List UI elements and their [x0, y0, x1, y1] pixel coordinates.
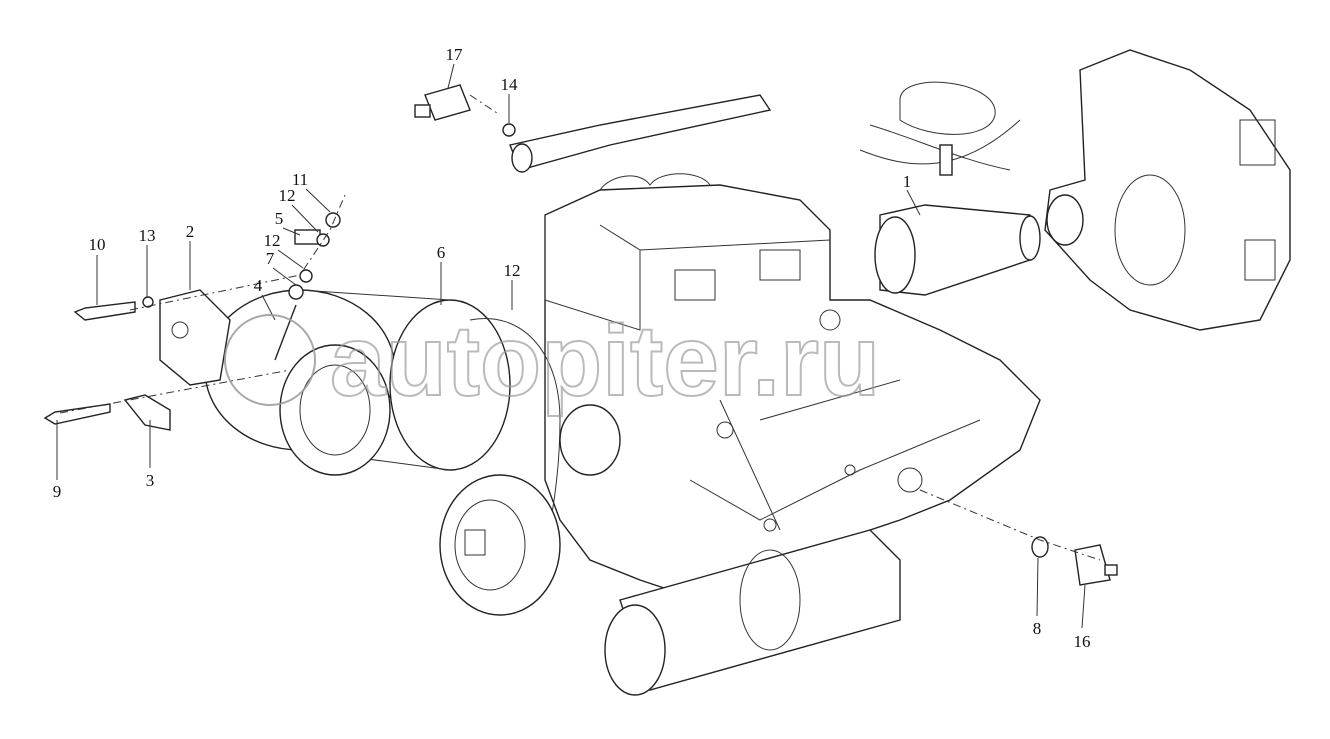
- callout-14: 14: [501, 75, 519, 94]
- watermark-logo-icon: [224, 314, 316, 406]
- alternator: [159, 289, 511, 476]
- callout-8: 8: [1033, 619, 1042, 638]
- callout-2: 2: [186, 222, 195, 241]
- starter-cables: [859, 81, 1021, 176]
- oil-pipe: [509, 94, 772, 173]
- flywheel-housing: [1044, 49, 1291, 331]
- oil-filter: [604, 529, 901, 696]
- callout-12: 12: [504, 261, 521, 280]
- small-parts: [43, 84, 1118, 586]
- leader-lines: [56, 63, 1086, 629]
- callout-4: 4: [254, 276, 263, 295]
- belt-and-pulley: [439, 318, 621, 616]
- callout-12: 12: [279, 186, 296, 205]
- axis-line-sensor: [469, 94, 501, 116]
- starter-motor: [874, 204, 1041, 296]
- callouts: 17 14 11 12 5 12 7 4 10 13 2 6 12 1 9 3 …: [53, 45, 1091, 651]
- callout-7: 7: [266, 249, 275, 268]
- axis-line-upper: [129, 194, 346, 311]
- callout-5: 5: [275, 209, 284, 228]
- callout-11: 11: [292, 170, 308, 189]
- callout-17: 17: [446, 45, 464, 64]
- watermark-text: autopiter.ru: [330, 305, 880, 417]
- watermark: autopiter.ru: [224, 304, 881, 418]
- callout-10: 10: [89, 235, 106, 254]
- callout-1: 1: [903, 172, 912, 191]
- callout-16: 16: [1074, 632, 1091, 651]
- callout-12: 12: [264, 231, 281, 250]
- callout-9: 9: [53, 482, 62, 501]
- callout-13: 13: [139, 226, 156, 245]
- axis-line-lower: [59, 369, 291, 414]
- axis-line-plug: [919, 489, 1101, 561]
- callout-6: 6: [437, 243, 446, 262]
- callout-3: 3: [146, 471, 155, 490]
- engine-block: [544, 173, 1041, 601]
